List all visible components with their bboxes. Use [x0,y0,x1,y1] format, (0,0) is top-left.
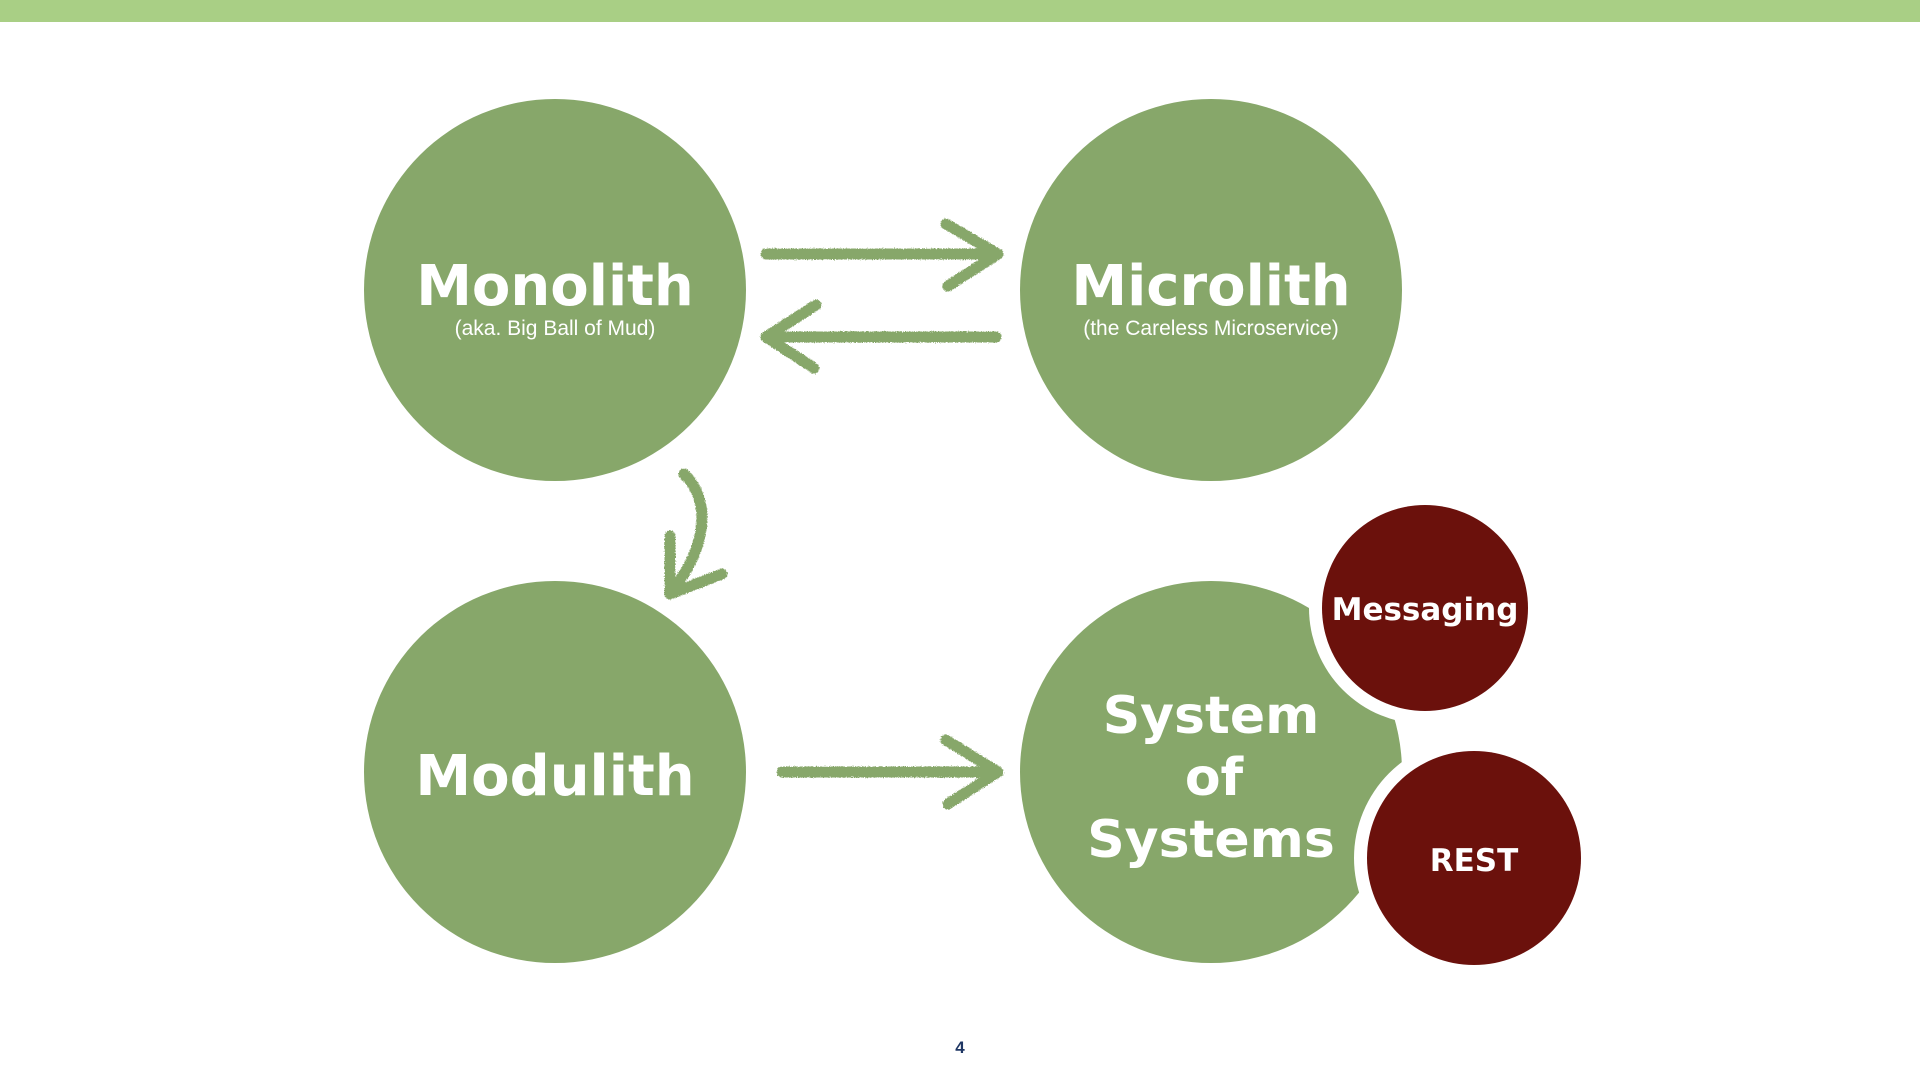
node-system-of-systems-line1: System [1103,686,1320,746]
badge-rest-label: REST [1430,843,1519,879]
badge-rest: REST [1354,738,1594,978]
node-microlith: Microlith (the Careless Microservice) [1020,99,1402,481]
arrow-microlith-to-monolith [760,299,1002,374]
arrow-modulith-to-system-of-systems [776,734,1004,810]
node-monolith-subtitle: (aka. Big Ball of Mud) [455,317,656,340]
arrow-monolith-to-modulith [664,468,728,600]
node-modulith: Modulith [364,581,746,963]
arrow-left-icon [760,299,1002,374]
arrow-right-icon [776,734,1004,810]
node-modulith-title: Modulith [415,744,694,809]
badge-messaging-label: Messaging [1332,592,1519,628]
node-system-of-systems-line3: Systems [1087,810,1335,870]
node-microlith-title: Microlith [1071,254,1350,319]
node-monolith-title: Monolith [416,254,694,319]
page-number: 4 [955,1038,965,1057]
curved-arrow-down-icon [664,468,728,600]
node-monolith: Monolith (aka. Big Ball of Mud) [364,99,746,481]
arrow-monolith-to-microlith [760,218,1004,292]
arrow-right-icon [760,218,1004,292]
node-system-of-systems-line2: of [1185,748,1245,808]
badge-messaging: Messaging [1309,492,1541,724]
top-accent-bar [0,0,1920,22]
node-system-of-systems: System of Systems [1020,581,1402,963]
node-microlith-subtitle: (the Careless Microservice) [1083,317,1339,340]
